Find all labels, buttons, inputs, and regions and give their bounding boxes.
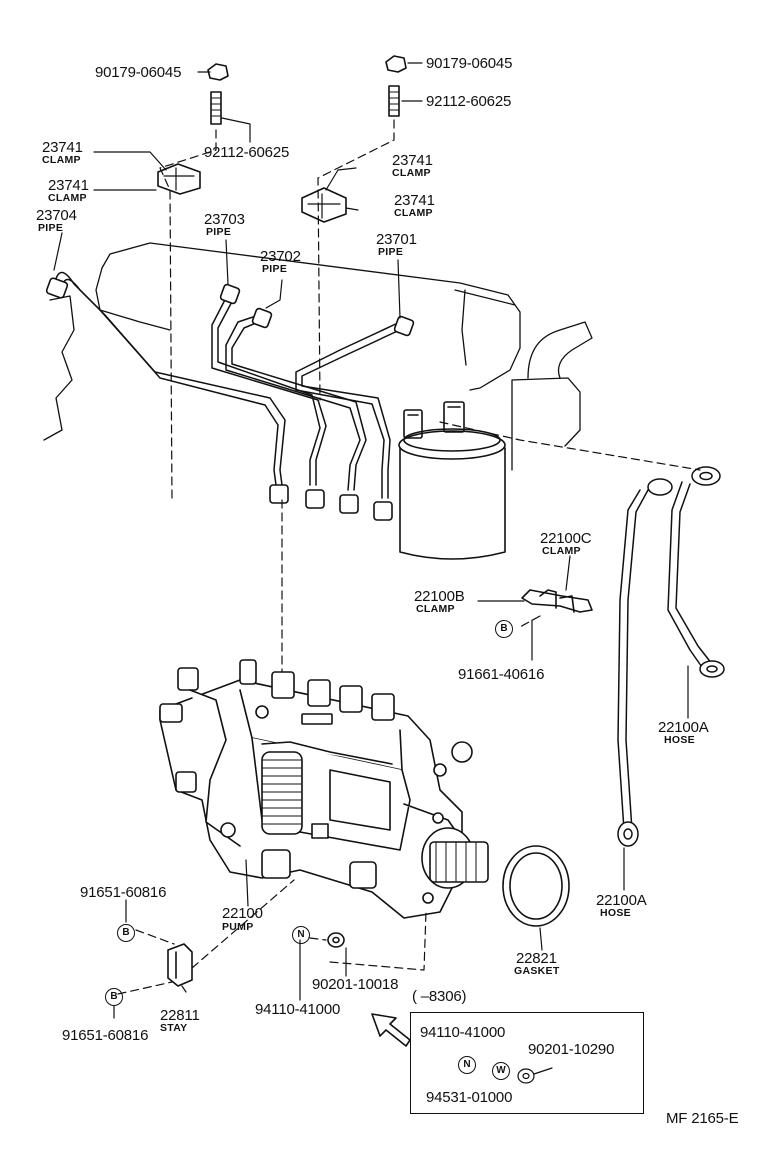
inset-box: [410, 1012, 644, 1114]
inset-marker-w: W: [492, 1062, 510, 1080]
figure-code: MF 2165-E: [666, 1110, 739, 1127]
inset-date-range: ( –8306): [412, 988, 467, 1005]
gasket-ring: [502, 845, 570, 927]
assembly-guide-lines: [117, 119, 701, 995]
inset-parts: [517, 1067, 553, 1084]
inset-label-washer: 90201-10290: [528, 1041, 615, 1058]
marker-b-stay-bottom: B: [105, 988, 123, 1006]
hose-clamps: [521, 589, 593, 613]
label-stay-number: 22811: [160, 1007, 200, 1024]
label-pipe-23704-name: PIPE: [38, 222, 64, 234]
clamp-hardware: [157, 55, 407, 223]
label-bolt-91661: 91661-40616: [458, 666, 545, 683]
label-nut-left: 90179-06045: [95, 64, 182, 81]
label-pump-name: PUMP: [222, 921, 254, 933]
label-pipe-23701-number: 23701: [376, 231, 417, 248]
label-clamp-22100b-name: CLAMP: [416, 603, 455, 615]
label-clamp-r1-number: 23741: [392, 152, 433, 169]
pipe-nuts: [45, 277, 415, 521]
label-gasket-number: 22821: [516, 950, 557, 967]
label-pipe-23704-number: 23704: [36, 207, 77, 224]
injection-pump: [159, 659, 489, 919]
label-pipe-23703-name: PIPE: [206, 226, 232, 238]
inset-marker-n: N: [458, 1056, 476, 1074]
label-bolt-91651-bottom: 91651-60816: [62, 1027, 149, 1044]
label-clamp-l1-number: 23741: [42, 139, 83, 156]
label-hose-lower-name: HOSE: [600, 907, 631, 919]
label-pipe-23703-number: 23703: [204, 211, 245, 228]
leader-lines: [53, 62, 689, 1019]
label-bolt-91651-top: 91651-60816: [80, 884, 167, 901]
injection-pipes: [54, 271, 405, 499]
label-pump-number: 22100: [222, 905, 263, 922]
label-nut-94110: 94110-41000: [255, 1001, 341, 1018]
nut-washer: [327, 932, 345, 948]
label-hose-upper-name: HOSE: [664, 734, 695, 746]
label-washer-90201: 90201-10018: [312, 976, 399, 993]
inset-label-lockwasher: 94531-01000: [426, 1089, 513, 1106]
fuel-filter: [398, 401, 506, 560]
label-pipe-23701-name: PIPE: [378, 246, 404, 258]
label-clamp-22100c-number: 22100C: [540, 530, 592, 547]
label-clamp-l1-name: CLAMP: [42, 154, 81, 166]
label-pipe-23702-number: 23702: [260, 248, 301, 265]
inset-pointer-arrow: [371, 1013, 411, 1047]
label-nut-right: 90179-06045: [426, 55, 513, 72]
label-hose-upper-number: 22100A: [658, 719, 709, 736]
label-clamp-22100c-name: CLAMP: [542, 545, 581, 557]
label-gasket-name: GASKET: [514, 965, 560, 977]
label-stud-left: 92112-60625: [204, 144, 290, 161]
marker-b-clamp-bolt: B: [495, 620, 513, 638]
label-pipe-23702-name: PIPE: [262, 263, 288, 275]
engine-head-outline: [43, 242, 593, 471]
label-clamp-r1-name: CLAMP: [392, 167, 431, 179]
label-clamp-r2-number: 23741: [394, 192, 435, 209]
label-clamp-l2-number: 23741: [48, 177, 89, 194]
label-stay-name: STAY: [160, 1022, 188, 1034]
marker-b-stay-top: B: [117, 924, 135, 942]
label-clamp-l2-name: CLAMP: [48, 192, 87, 204]
label-clamp-r2-name: CLAMP: [394, 207, 433, 219]
stay-bracket: [167, 943, 193, 987]
label-clamp-22100b-number: 22100B: [414, 588, 465, 605]
fuel-hoses: [617, 466, 725, 847]
marker-n-pump-nut: N: [292, 926, 310, 944]
label-stud-right: 92112-60625: [426, 93, 512, 110]
label-hose-lower-number: 22100A: [596, 892, 647, 909]
inset-label-nut: 94110-41000: [420, 1024, 506, 1041]
